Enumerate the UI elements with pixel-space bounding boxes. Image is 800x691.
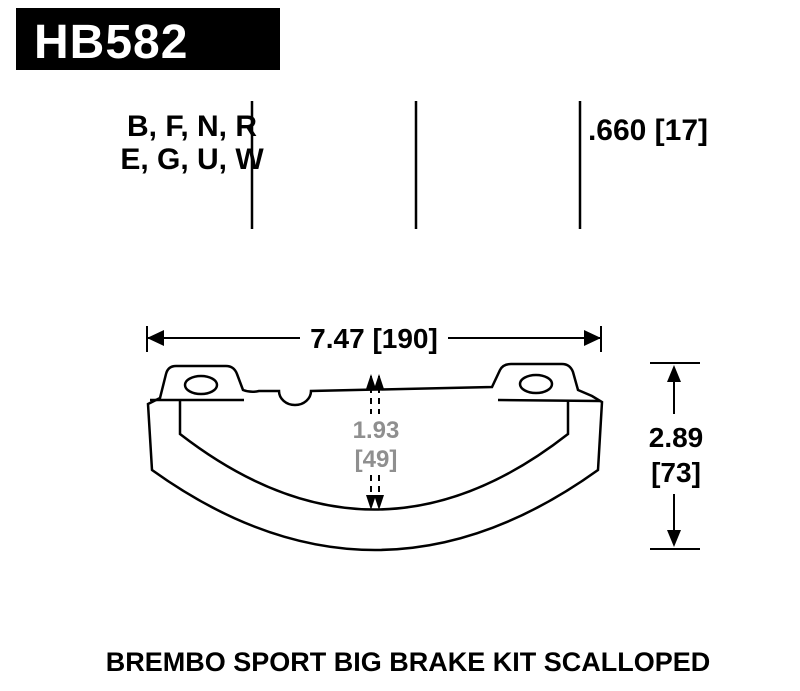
part-number-label: HB582 (34, 16, 188, 69)
overall-height-mm-label: [73] (651, 457, 701, 488)
height-arrowhead-up (667, 365, 681, 382)
pad-backing-edge-right (497, 398, 601, 403)
height-arrowhead-down (667, 530, 681, 547)
overall-height-dimension: 2.89 [73] (649, 362, 704, 550)
pad-thickness-label: .660 [17] (588, 114, 708, 147)
width-arrowhead-left (147, 330, 164, 346)
center-height-dimension: 1.93 [49] (344, 374, 408, 510)
kit-caption: BREMBO SPORT BIG BRAKE KIT SCALLOPED (106, 647, 711, 677)
pad-outer-outline (146, 362, 604, 552)
brake-pad-drawing (146, 362, 604, 552)
center-arrowhead-up-1 (366, 374, 376, 389)
center-height-inches-label: 1.93 (353, 417, 400, 444)
pad-right-ear-hole (518, 373, 554, 395)
part-number-box (16, 8, 280, 70)
pad-left-ear-hole (183, 374, 219, 396)
pad-inner-contour (178, 400, 570, 511)
width-dimension: 7.47 [190] (146, 323, 602, 354)
center-height-mm-label: [49] (355, 446, 398, 473)
compound-codes-line2: E, G, U, W (120, 143, 264, 176)
width-arrowhead-right (584, 330, 601, 346)
center-arrowhead-down-2 (374, 495, 384, 510)
center-label-backdrop (344, 414, 408, 474)
overall-height-inches-label: 2.89 (649, 422, 704, 453)
center-arrowhead-up-2 (374, 374, 384, 389)
compound-codes-line1: B, F, N, R (127, 110, 257, 143)
center-arrowhead-down-1 (366, 495, 376, 510)
width-dimension-label: 7.47 [190] (310, 323, 438, 354)
